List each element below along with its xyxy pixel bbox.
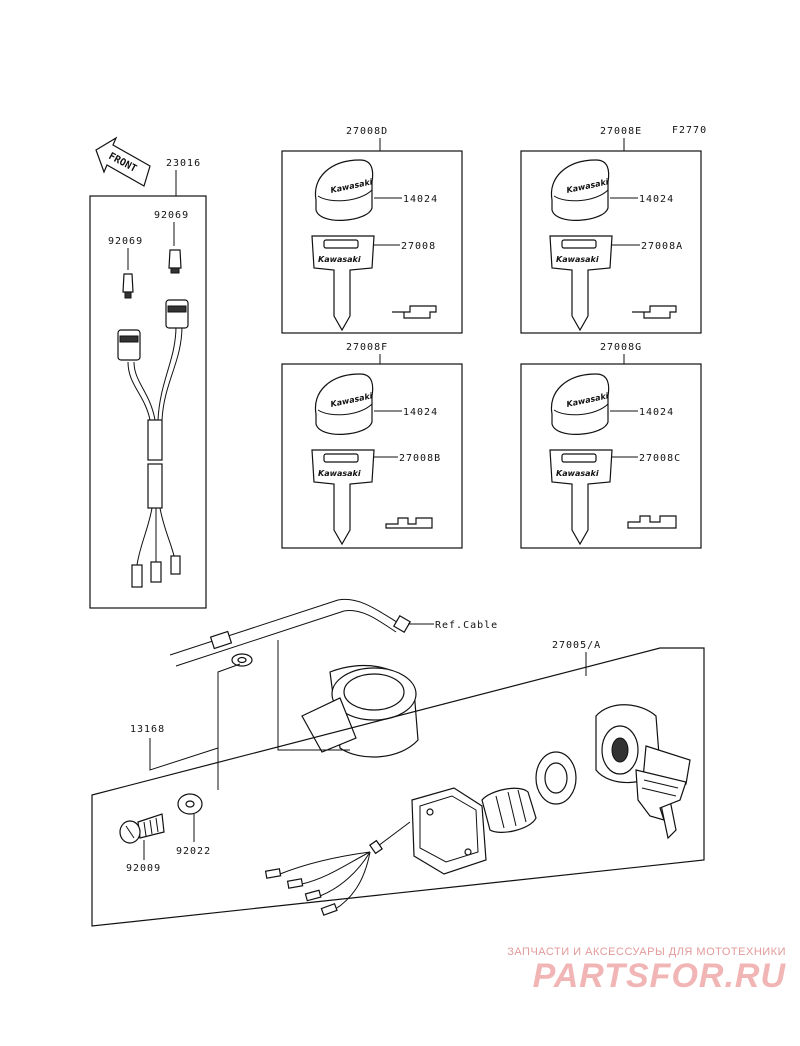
bolt-92009 <box>119 813 165 844</box>
label-27008D: 27008D <box>346 126 388 137</box>
box-27005 <box>91 647 705 927</box>
key-cap-14024-c: Kawasaki <box>314 373 374 435</box>
key-brand-text: Kawasaki <box>318 469 361 478</box>
label-27008C: 27008C <box>639 453 681 464</box>
label-27008: 27008 <box>401 241 436 252</box>
label-23016: 23016 <box>166 158 201 169</box>
key-cap-14024-d: Kawasaki <box>550 373 610 435</box>
label-27008B: 27008B <box>399 453 441 464</box>
key-cut-profile-f <box>385 517 433 529</box>
key-brand-text: Kawasaki <box>318 255 361 264</box>
label-92069-left: 92069 <box>108 236 143 247</box>
front-arrow-icon: FRONT <box>95 136 151 187</box>
key-cut-profile-g <box>627 515 677 529</box>
leader-13168 <box>149 663 241 771</box>
ref-cable <box>169 598 412 667</box>
label-13168: 13168 <box>130 724 165 735</box>
figure-code: F2770 <box>672 125 707 136</box>
box-23016 <box>89 195 207 609</box>
key-cap-14024-b: Kawasaki <box>550 159 610 221</box>
label-27008G: 27008G <box>600 342 642 353</box>
box-27008G <box>520 363 702 549</box>
label-27008E: 27008E <box>600 126 642 137</box>
label-14024-b: 14024 <box>639 194 674 205</box>
leader-cable-switch <box>277 640 350 751</box>
label-ref-cable: Ref.Cable <box>435 620 498 631</box>
key-blade-27008B: Kawasaki <box>311 449 375 546</box>
watermark: ЗАПЧАСТИ И АКСЕССУАРЫ ДЛЯ МОТОТЕХНИКИ PA… <box>507 946 786 994</box>
label-27005: 27005/A <box>552 640 601 651</box>
box-27008E <box>520 150 702 334</box>
key-blade-27008C: Kawasaki <box>549 449 613 546</box>
bulb-socket-left <box>122 273 134 299</box>
box-27008D <box>281 150 463 334</box>
key-cut-profile-e <box>632 305 677 319</box>
switch-wires <box>264 821 411 916</box>
washer-92022 <box>177 793 203 815</box>
lock-nut <box>535 751 577 805</box>
label-14024-d: 14024 <box>639 407 674 418</box>
ignition-switch-body <box>411 787 537 875</box>
key-brand-text: Kawasaki <box>556 469 599 478</box>
box-27008F <box>281 363 463 549</box>
label-92009: 92009 <box>126 863 161 874</box>
bulb-socket-right <box>168 249 182 274</box>
key-cap-14024-a: Kawasaki <box>314 159 374 221</box>
label-27008F: 27008F <box>346 342 388 353</box>
switch-keys <box>635 745 691 840</box>
key-blade-27008A: Kawasaki <box>549 235 613 332</box>
label-27008A: 27008A <box>641 241 683 252</box>
harness-23016 <box>117 299 189 588</box>
ignition-switch-cable-end <box>301 664 419 758</box>
key-blade-27008: Kawasaki <box>311 235 375 332</box>
watermark-brand: PARTSFOR.RU <box>532 957 786 995</box>
key-cut-profile-d <box>392 305 437 319</box>
label-92069-right: 92069 <box>154 210 189 221</box>
watermark-subtitle: ЗАПЧАСТИ И АКСЕССУАРЫ ДЛЯ МОТОТЕХНИКИ <box>507 946 786 958</box>
label-14024-c: 14024 <box>403 407 438 418</box>
label-14024-a: 14024 <box>403 194 438 205</box>
label-92022: 92022 <box>176 846 211 857</box>
key-brand-text: Kawasaki <box>556 255 599 264</box>
